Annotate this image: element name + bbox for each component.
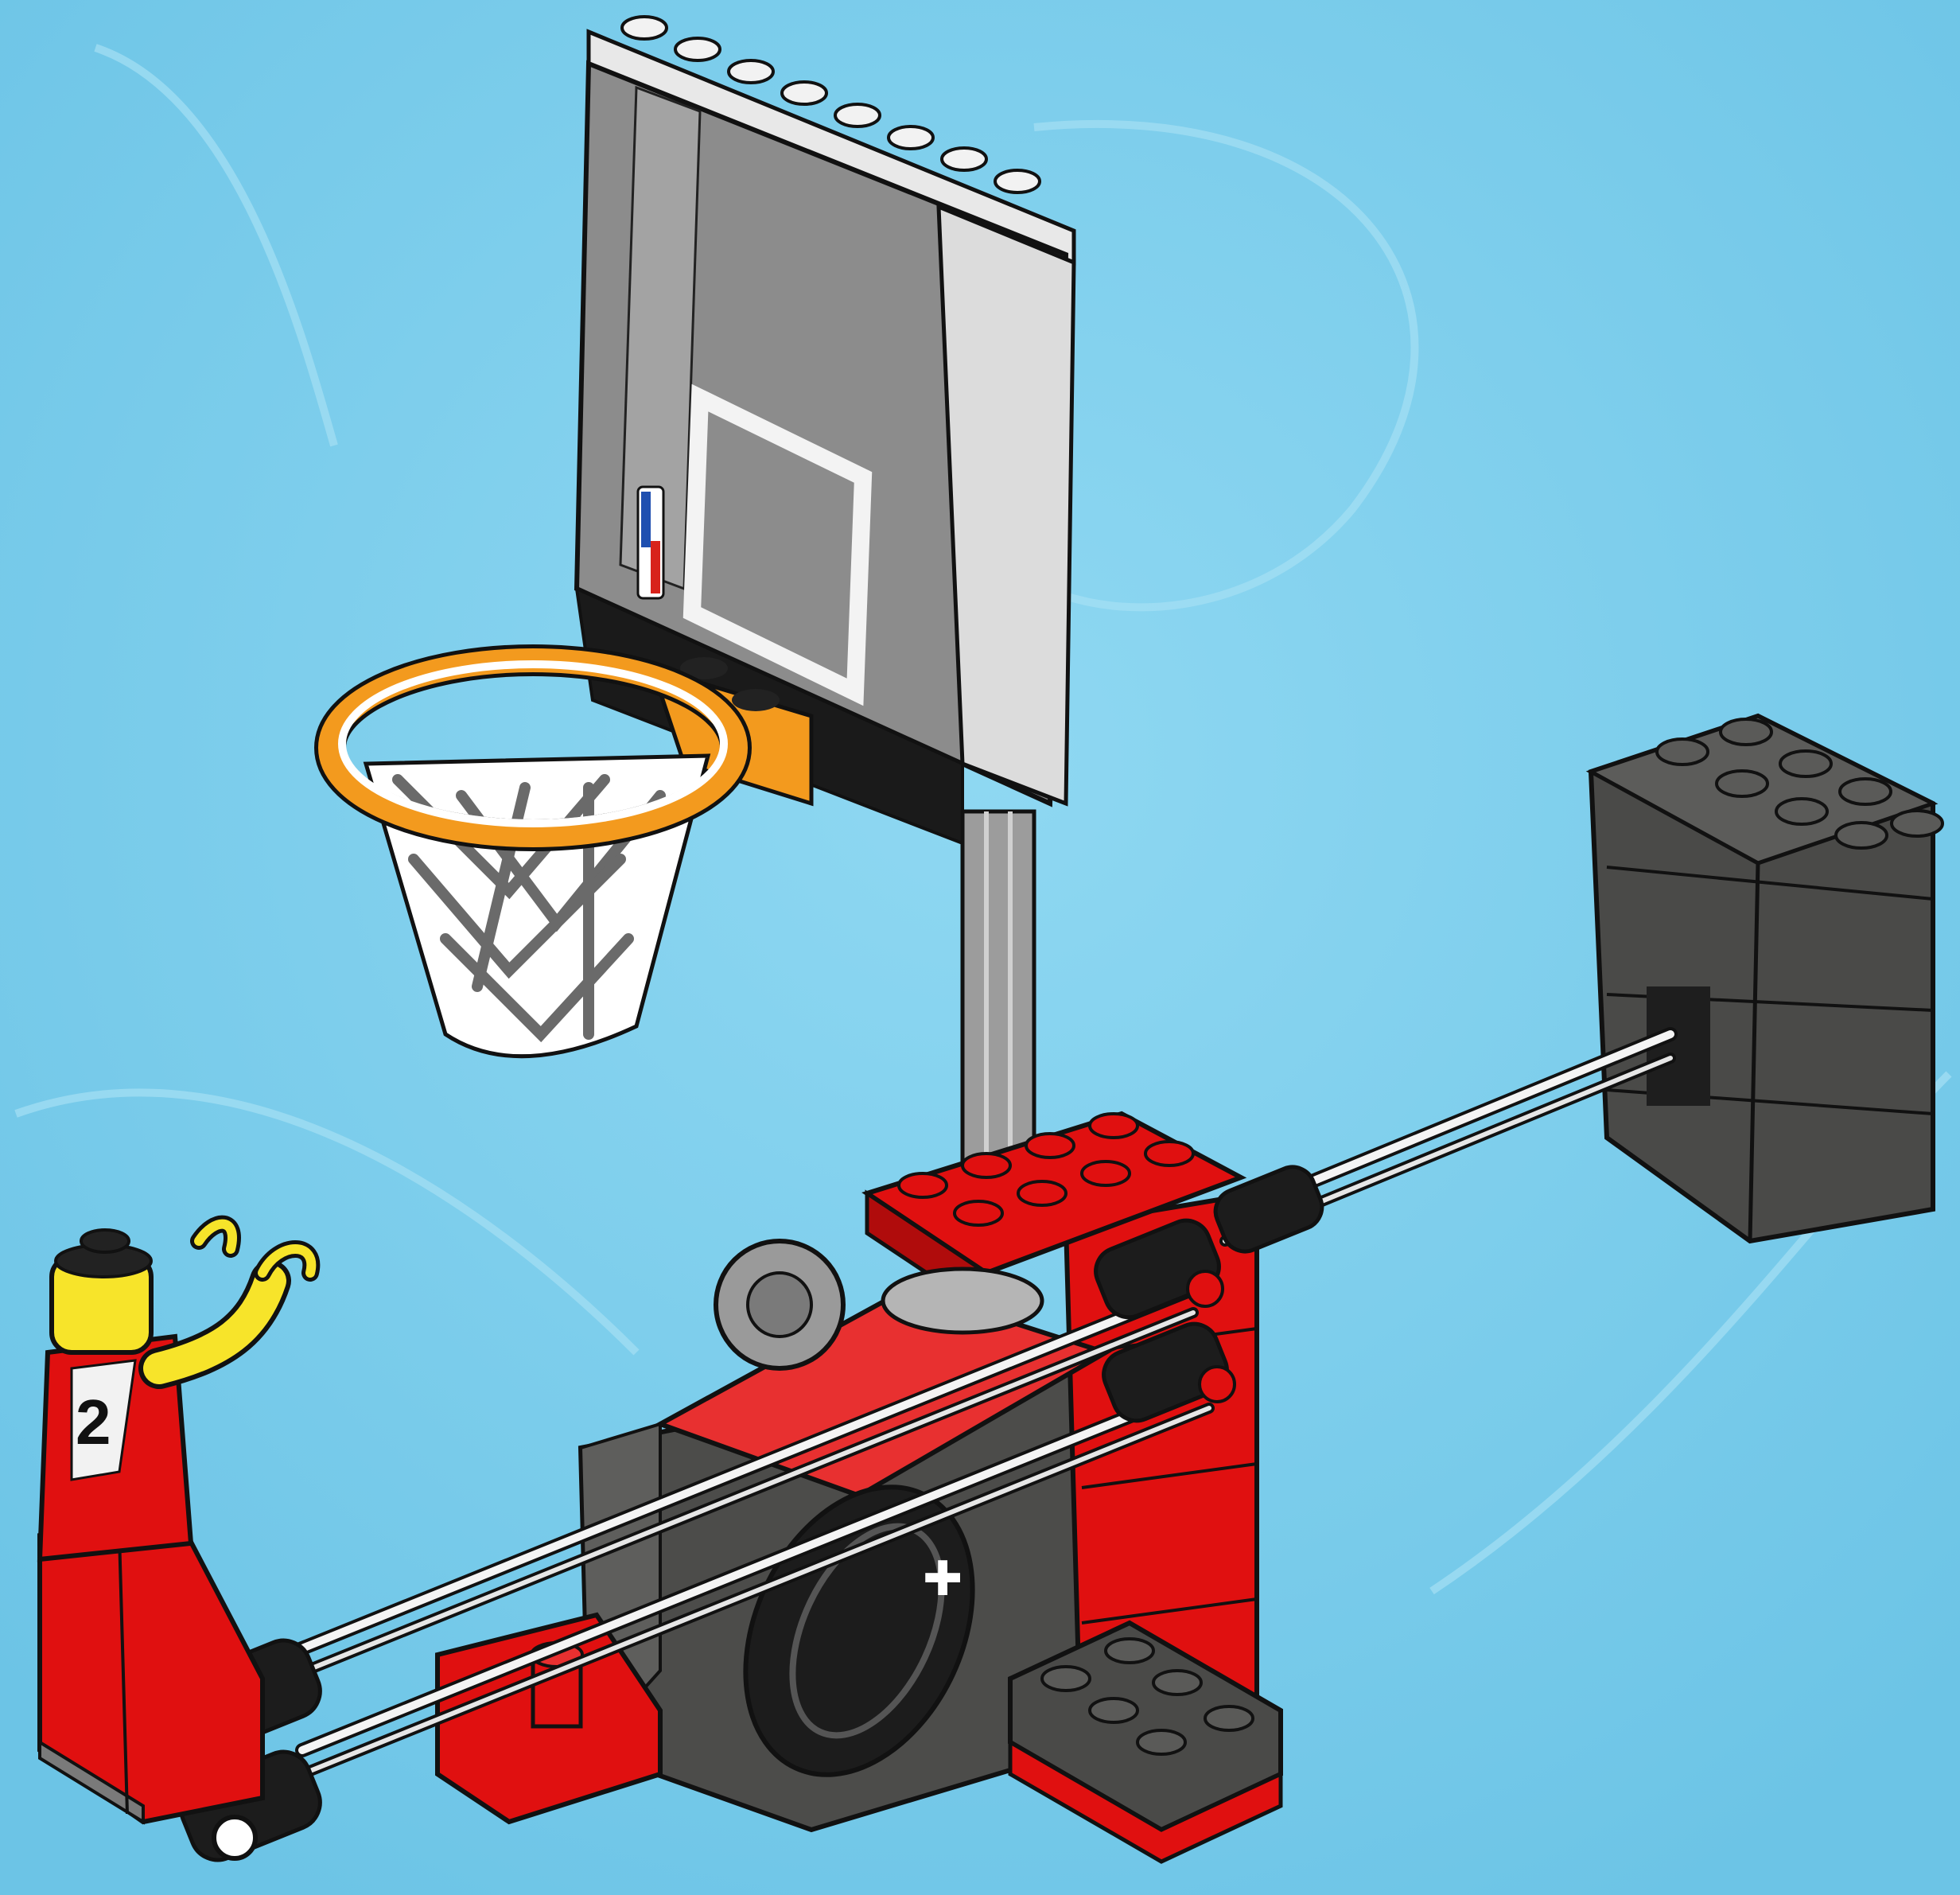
anchor-brick-stack	[1591, 716, 1942, 1241]
svg-text:2: 2	[76, 1387, 111, 1457]
league-logo-icon	[638, 487, 663, 598]
svg-text:✚: ✚	[923, 1551, 962, 1607]
